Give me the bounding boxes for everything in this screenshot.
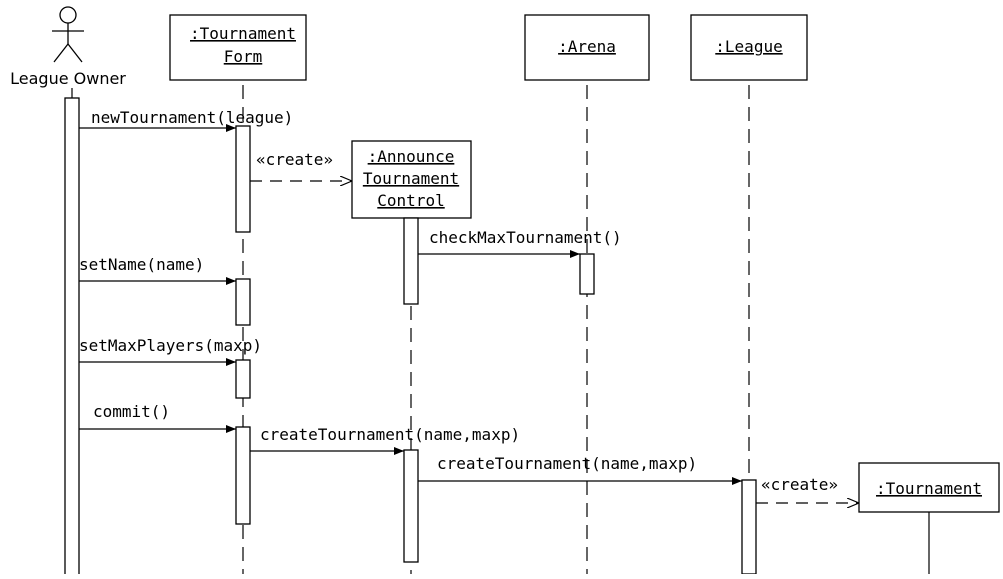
activation-control-1 (403, 217, 419, 305)
object-tournament-form: :Tournament Form (169, 14, 307, 81)
message-create-tournament-object: «create» (756, 475, 859, 503)
message-create-control: «create» (250, 150, 352, 181)
message-create-tournament-2-label: createTournament(name,maxp) (437, 454, 697, 473)
object-tournament-label: :Tournament (876, 479, 982, 498)
activation-form-2 (235, 278, 251, 326)
object-announce-control-line3: Control (377, 191, 444, 210)
message-check-max-label: checkMaxTournament() (429, 228, 622, 247)
message-create-control-label: «create» (256, 150, 333, 169)
object-arena-label: :Arena (558, 37, 616, 56)
actor-league-owner: League Owner (10, 6, 126, 88)
message-create-tournament-1-label: createTournament(name,maxp) (260, 425, 520, 444)
activation-control-2 (403, 449, 419, 563)
message-create-tournament-object-label: «create» (761, 475, 838, 494)
object-announce-control-line1: :Announce (368, 147, 455, 166)
object-league: :League (690, 14, 808, 81)
message-commit-label: commit() (93, 402, 170, 421)
object-league-label: :League (715, 37, 782, 56)
object-announce-control-line2: Tournament (363, 169, 459, 188)
message-set-max-players-label: setMaxPlayers(maxp) (79, 336, 262, 355)
message-check-max-tournament: checkMaxTournament() (418, 228, 622, 258)
object-arena: :Arena (524, 14, 650, 81)
message-create-tournament-1: createTournament(name,maxp) (250, 425, 520, 455)
activation-league (741, 479, 757, 575)
activation-league-owner (64, 97, 80, 579)
message-set-name-label: setName(name) (79, 255, 204, 274)
activation-arena (579, 253, 595, 295)
stick-figure-icon (52, 6, 84, 63)
message-new-tournament-label: newTournament(league) (91, 108, 293, 127)
object-tournament-form-line2: Form (224, 47, 263, 66)
object-announce-tournament-control: :Announce Tournament Control (351, 140, 472, 219)
message-create-tournament-2: createTournament(name,maxp) (418, 454, 742, 485)
activation-form-1 (235, 125, 251, 233)
message-set-name: setName(name) (79, 255, 236, 285)
message-set-max-players: setMaxPlayers(maxp) (79, 336, 262, 366)
object-tournament: :Tournament (858, 462, 1000, 513)
message-new-tournament: newTournament(league) (79, 108, 293, 132)
object-tournament-form-line1: :Tournament (190, 24, 296, 43)
activation-form-3 (235, 359, 251, 399)
activation-form-4 (235, 426, 251, 525)
message-commit: commit() (79, 402, 236, 433)
actor-label: League Owner (10, 69, 126, 88)
